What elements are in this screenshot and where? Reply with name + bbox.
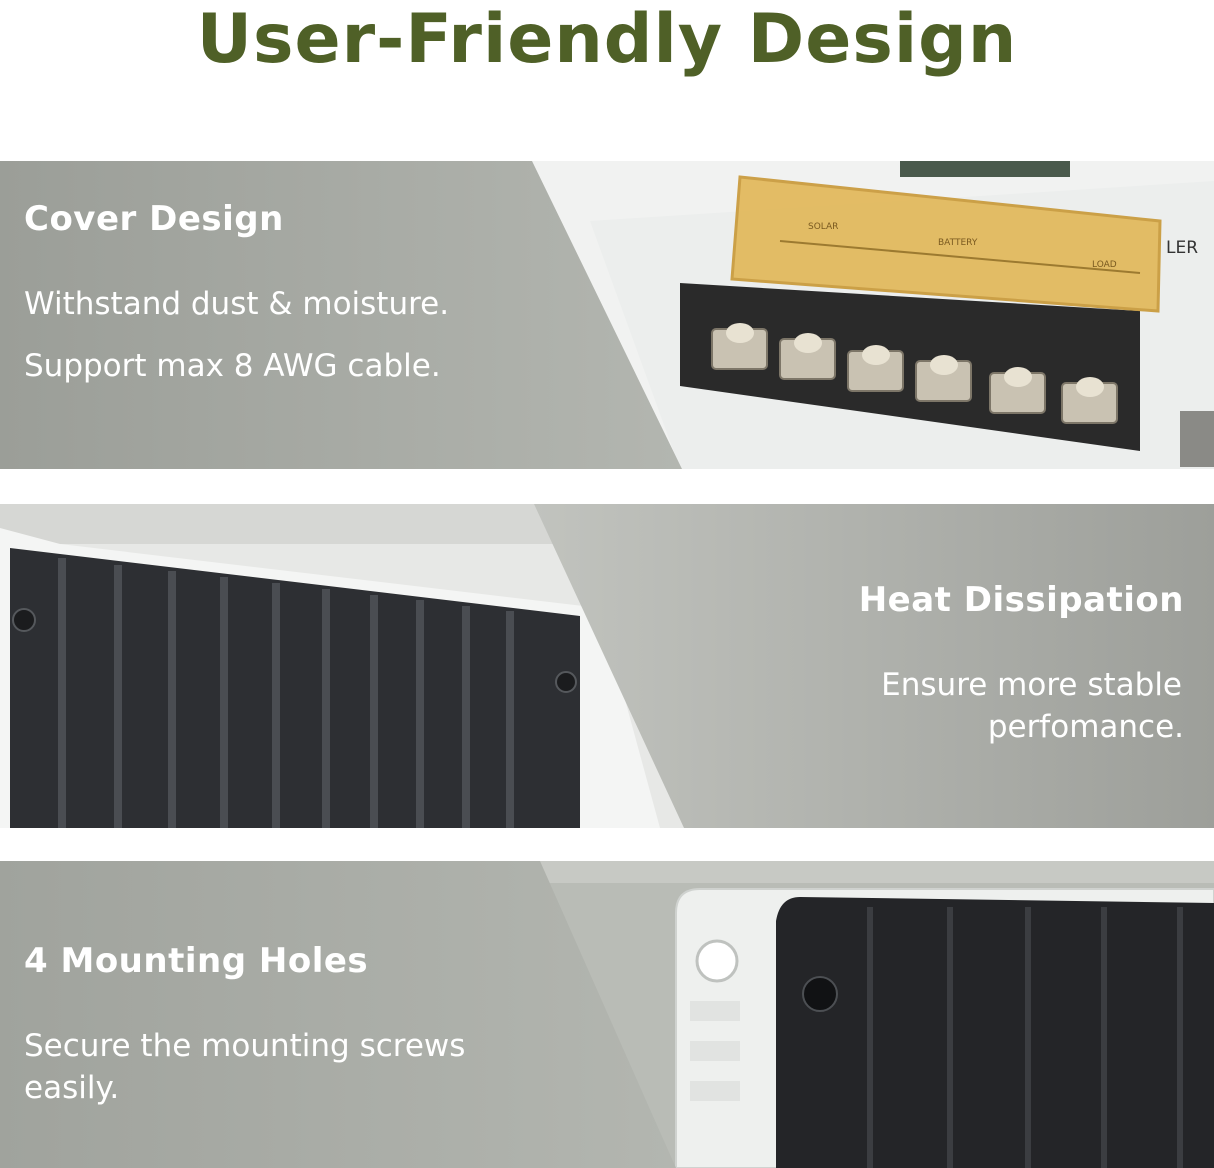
feature-desc-line-1: Ensure more stable <box>881 667 1182 703</box>
feature-heading-mounting-holes: 4 Mounting Holes <box>24 941 369 981</box>
screw-icon <box>802 976 838 1012</box>
feature-heading-cover-design: Cover Design <box>24 199 284 239</box>
feature-desc-line-2: perfomance. <box>987 709 1184 745</box>
body-label-fragment: LER <box>1166 238 1198 258</box>
feature-desc-line-1: Withstand dust & moisture. <box>24 286 450 322</box>
product-photo-terminal-block: SOLAR BATTERY LOAD LER <box>0 161 1214 469</box>
feature-desc-line-2: Support max 8 AWG cable. <box>24 348 441 384</box>
cover-label-battery: BATTERY <box>938 238 978 248</box>
feature-panel-cover-design: SOLAR BATTERY LOAD LER Cover Design With… <box>0 161 1214 469</box>
heatsink <box>10 548 580 828</box>
feature-panel-heat-dissipation: Heat Dissipation Ensure more stable perf… <box>0 504 1214 828</box>
page-title: User-Friendly Design <box>196 0 1018 79</box>
controller-body <box>776 897 1214 1168</box>
product-photo-heatsink <box>0 504 1214 828</box>
product-photo-mounting-bracket <box>0 861 1214 1168</box>
terminal-screws <box>711 323 1118 424</box>
screw-icon <box>555 671 577 693</box>
feature-desc-line-1: Secure the mounting screws <box>24 1028 466 1064</box>
feature-desc-line-2: easily. <box>24 1070 120 1106</box>
terminal-cover <box>730 175 1162 313</box>
feature-heading-heat-dissipation: Heat Dissipation <box>858 580 1184 620</box>
cover-label-solar: SOLAR <box>808 222 838 232</box>
mounting-hole-icon <box>695 939 739 983</box>
feature-panel-mounting-holes: 4 Mounting Holes Secure the mounting scr… <box>0 861 1214 1168</box>
screw-icon <box>12 608 36 632</box>
cover-label-load: LOAD <box>1092 260 1117 270</box>
